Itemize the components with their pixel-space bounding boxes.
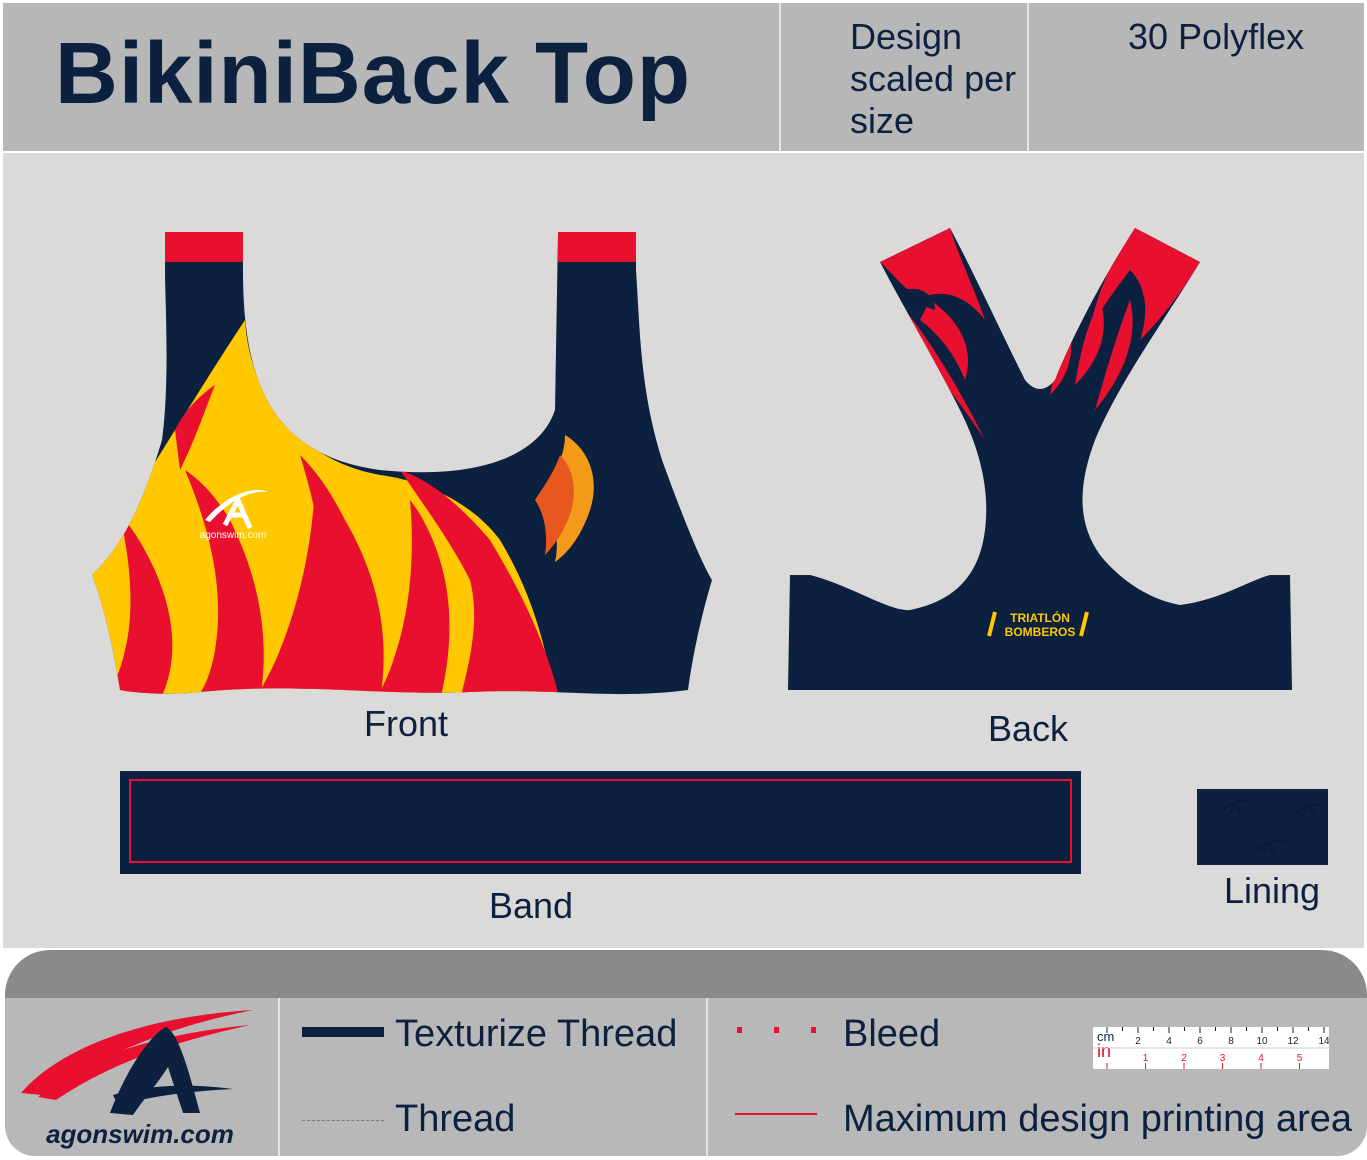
- ruler-in-tick-label: 2: [1181, 1053, 1187, 1064]
- thread-label: Thread: [395, 1098, 516, 1140]
- ruler-cm-label: cm: [1097, 1029, 1114, 1044]
- texturize-thread-label: Texturize Thread: [395, 1013, 678, 1055]
- ruler-in-tick-label: 3: [1220, 1053, 1226, 1064]
- texturize-thread-swatch: [302, 1027, 384, 1037]
- front-brand-logo: [205, 489, 268, 529]
- back-badge: TRIATLÓN BOMBEROS: [987, 610, 1089, 639]
- band-label: Band: [488, 885, 574, 926]
- legend-footer: [5, 998, 1367, 1156]
- ruler-cm-tick-label: 14: [1318, 1036, 1329, 1047]
- ruler-in-label: in: [1097, 1041, 1111, 1061]
- header-divider: [779, 3, 781, 151]
- ruler-cm-tick-label: 8: [1228, 1036, 1234, 1047]
- ruler-in-tick-label: 4: [1258, 1053, 1264, 1064]
- thread-swatch: [302, 1120, 384, 1121]
- ruler-cm-tick-label: 6: [1197, 1036, 1203, 1047]
- band-print-area: [129, 779, 1072, 863]
- ruler-cm-tick-label: 10: [1256, 1036, 1268, 1047]
- front-label: Front: [363, 703, 449, 744]
- bleed-swatch: [737, 1027, 816, 1033]
- lining-piece: [1197, 789, 1328, 865]
- band-piece: [120, 771, 1081, 874]
- ruler-cm-tick-label: 2: [1135, 1036, 1141, 1047]
- ruler-in-tick-label: 5: [1297, 1053, 1303, 1064]
- max-print-area-swatch: [735, 1113, 817, 1115]
- ruler-in-tick-label: 1: [1143, 1053, 1149, 1064]
- back-label: Back: [987, 708, 1069, 749]
- page-title: BikiniBack Top: [55, 25, 691, 122]
- badge-line2: BOMBEROS: [1005, 625, 1076, 639]
- header-bar: [3, 3, 1364, 151]
- agonswim-logo: agonswim.com: [21, 1010, 253, 1149]
- scale-ruler: cm in 2468101214123456: [1093, 1027, 1329, 1069]
- ruler-cm-tick-label: 12: [1287, 1036, 1299, 1047]
- header-divider: [1027, 3, 1029, 151]
- footer-divider: [706, 998, 708, 1156]
- scale-note: Design scaled per size: [850, 16, 1017, 141]
- max-print-area-label: Maximum design printing area: [843, 1098, 1353, 1140]
- bleed-label: Bleed: [843, 1013, 941, 1055]
- badge-line1: TRIATLÓN: [1010, 610, 1070, 625]
- ruler-cm-tick-label: 4: [1166, 1036, 1172, 1047]
- front-piece: agonswim.com: [92, 232, 712, 695]
- back-piece: TRIATLÓN BOMBEROS: [788, 228, 1292, 690]
- fabric-label: 30 Polyflex: [1128, 16, 1305, 57]
- lining-label: Lining: [1223, 870, 1321, 911]
- footer-divider: [278, 998, 280, 1156]
- footer-top-bar: [5, 950, 1367, 998]
- logo-text: agonswim.com: [46, 1119, 234, 1149]
- front-logo-text: agonswim.com: [200, 530, 267, 541]
